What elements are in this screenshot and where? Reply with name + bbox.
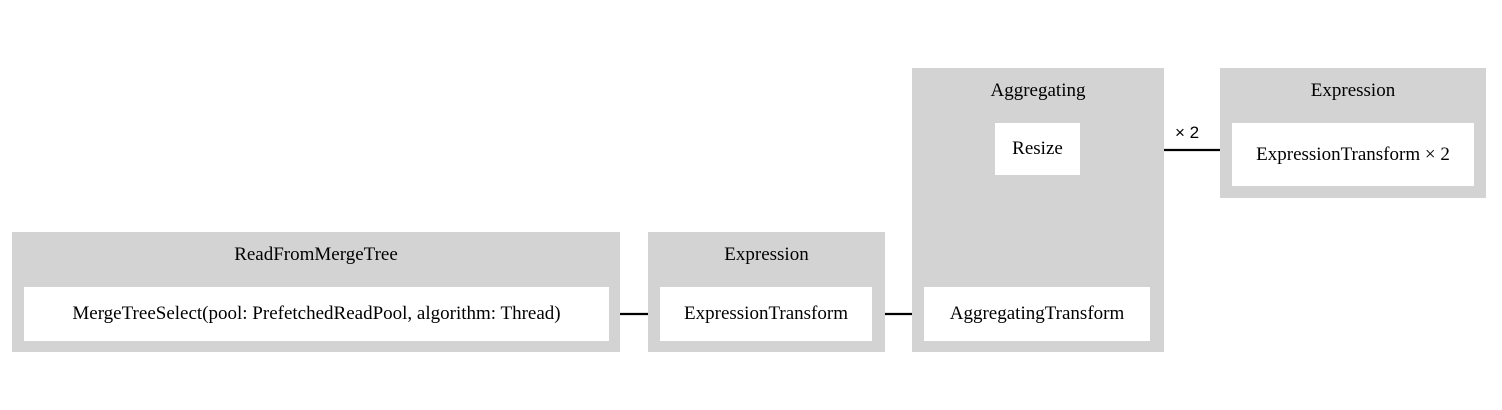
cluster-label-expression-1: Expression — [724, 244, 809, 265]
cluster-label-read-from-merge-tree: ReadFromMergeTree — [234, 244, 398, 265]
node-resize[interactable]: Resize — [995, 123, 1080, 175]
edge-label-resize-to-expression-transform-x2: × 2 — [1175, 123, 1200, 142]
node-expression-transform-1[interactable]: ExpressionTransform — [660, 287, 872, 341]
node-aggregating-transform[interactable]: AggregatingTransform — [924, 287, 1150, 341]
cluster-read-from-merge-tree: ReadFromMergeTree MergeTreeSelect(pool: … — [12, 232, 620, 352]
cluster-expression-2: Expression ExpressionTransform × 2 — [1220, 68, 1486, 198]
node-merge-tree-select[interactable]: MergeTreeSelect(pool: PrefetchedReadPool… — [24, 287, 609, 341]
cluster-label-aggregating: Aggregating — [990, 80, 1086, 101]
node-expression-transform-2[interactable]: ExpressionTransform × 2 — [1232, 123, 1474, 186]
cluster-label-expression-2: Expression — [1310, 80, 1396, 101]
cluster-expression-1: Expression ExpressionTransform — [648, 232, 885, 352]
cluster-aggregating: Aggregating Resize AggregatingTransform — [912, 68, 1164, 352]
